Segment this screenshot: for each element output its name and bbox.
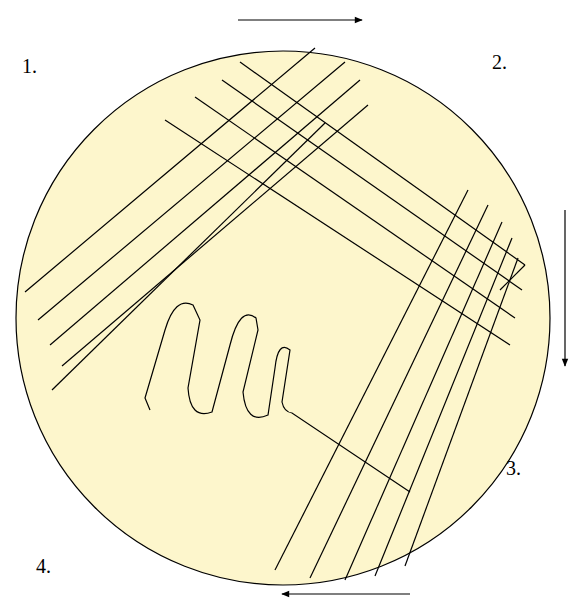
section-number: 3. — [506, 458, 521, 478]
section-number: 2. — [492, 52, 507, 72]
petri-dish — [16, 51, 550, 585]
streak-lines — [25, 48, 525, 580]
direction-arrows — [238, 20, 565, 594]
section-number: 1. — [22, 56, 37, 76]
section-number: 4. — [36, 556, 51, 576]
